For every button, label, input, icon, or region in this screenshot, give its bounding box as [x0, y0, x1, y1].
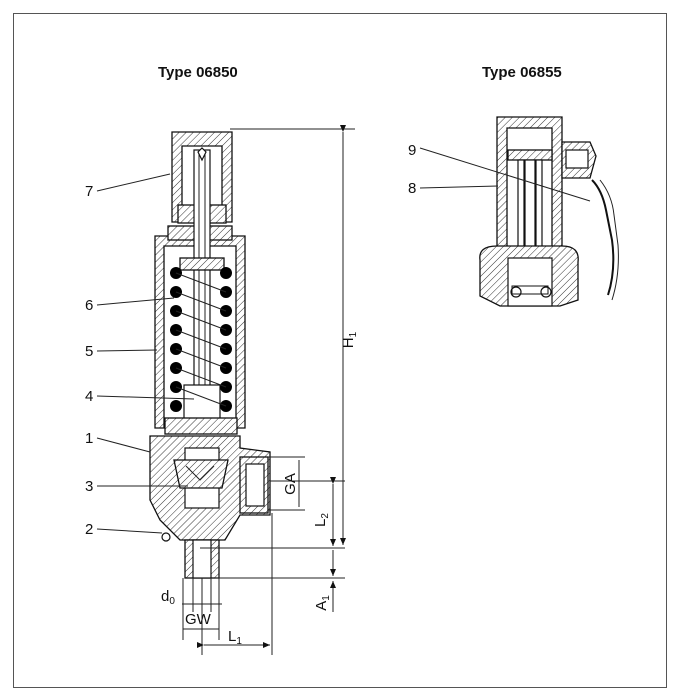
valve-06850 — [149, 131, 271, 579]
label-4: 4 — [85, 388, 93, 405]
label-3: 3 — [85, 478, 93, 495]
label-7: 7 — [85, 183, 93, 200]
bonnet-housing — [154, 235, 246, 429]
spring-coils — [170, 267, 232, 412]
label-2: 2 — [85, 521, 93, 538]
lever-handle — [591, 179, 615, 296]
dim-a1: A1 — [313, 595, 332, 611]
part-labels-left: 7 6 5 4 1 3 2 — [85, 173, 195, 538]
title-type-06850: Type 06850 — [158, 64, 238, 81]
label-5: 5 — [85, 343, 93, 360]
dim-ga: GA — [282, 473, 299, 495]
dim-l1: L1 — [228, 628, 242, 647]
spring-plate-top — [179, 257, 225, 271]
dim-h1: H1 — [340, 331, 359, 348]
part-labels-right: 9 8 — [408, 142, 591, 202]
label-9: 9 — [408, 142, 416, 159]
title-type-06855: Type 06855 — [482, 64, 562, 81]
dim-d0: d0 — [161, 588, 175, 607]
label-1: 1 — [85, 430, 93, 447]
spring-plate-bottom — [164, 417, 238, 435]
label-8: 8 — [408, 180, 416, 197]
dim-l2: L2 — [312, 513, 331, 527]
label-6: 6 — [85, 297, 93, 314]
dimensions: H1 L2 GA A1 d0 GW L1 — [161, 125, 359, 655]
dim-gw: GW — [185, 611, 212, 628]
valve-disc — [173, 459, 229, 489]
valve-06855 — [479, 116, 619, 307]
